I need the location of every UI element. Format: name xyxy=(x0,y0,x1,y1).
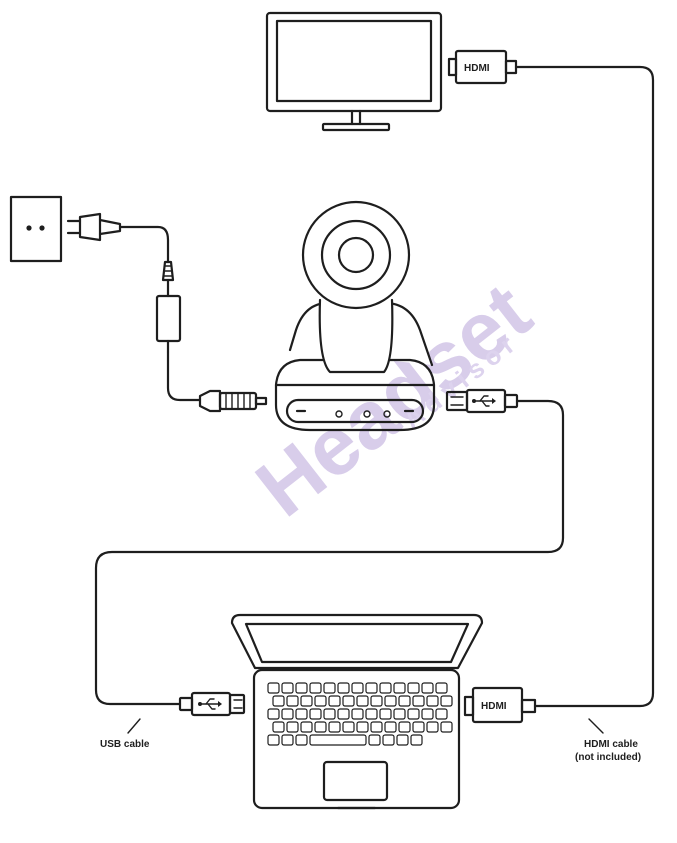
key xyxy=(281,734,294,746)
key xyxy=(393,708,406,720)
key xyxy=(435,708,448,720)
hdmi-cable-label: HDMI cable xyxy=(584,739,638,750)
key xyxy=(337,708,350,720)
key xyxy=(356,695,369,707)
key xyxy=(379,682,392,694)
key xyxy=(286,695,299,707)
key xyxy=(356,721,369,733)
key xyxy=(365,708,378,720)
key xyxy=(368,734,381,746)
key xyxy=(300,695,313,707)
key xyxy=(281,682,294,694)
key xyxy=(272,695,285,707)
key xyxy=(393,682,406,694)
key xyxy=(295,734,308,746)
key xyxy=(351,708,364,720)
key xyxy=(314,721,327,733)
power-adapter xyxy=(155,260,202,402)
usb-cable-label: USB cable xyxy=(100,739,150,750)
key xyxy=(286,721,299,733)
keyboard xyxy=(267,682,453,746)
key xyxy=(272,721,285,733)
key xyxy=(267,708,280,720)
key xyxy=(267,682,280,694)
usb-icon xyxy=(472,395,496,407)
key xyxy=(396,734,409,746)
hdmi-cable-leader xyxy=(588,718,604,734)
key xyxy=(314,695,327,707)
key xyxy=(412,721,425,733)
key xyxy=(379,708,392,720)
key xyxy=(435,682,448,694)
usb-cable xyxy=(94,399,565,706)
key xyxy=(412,695,425,707)
key xyxy=(281,708,294,720)
key xyxy=(337,682,350,694)
power-plug xyxy=(66,212,170,264)
usb-plug-laptop xyxy=(178,691,246,717)
hdmi-plug-monitor-label: HDMI xyxy=(464,63,490,74)
laptop xyxy=(230,613,484,810)
hdmi-plug-monitor: HDMI xyxy=(447,49,518,85)
hdmi-plug-laptop-label: HDMI xyxy=(481,701,507,712)
key xyxy=(309,682,322,694)
key xyxy=(342,721,355,733)
key xyxy=(421,708,434,720)
key xyxy=(295,708,308,720)
ptz-camera xyxy=(274,200,436,432)
monitor xyxy=(265,11,443,132)
key xyxy=(382,734,395,746)
key xyxy=(300,721,313,733)
key xyxy=(370,695,383,707)
key xyxy=(267,734,280,746)
wall-outlet xyxy=(9,195,63,263)
key xyxy=(426,695,439,707)
key xyxy=(426,721,439,733)
key xyxy=(323,682,336,694)
usb-cable-leader xyxy=(127,718,141,734)
usb-icon xyxy=(198,698,222,710)
trackpad xyxy=(322,760,389,802)
hdmi-plug-laptop: HDMI xyxy=(463,686,537,724)
key xyxy=(407,682,420,694)
hdmi-cable xyxy=(514,65,655,708)
key xyxy=(384,695,397,707)
power-barrel-connector xyxy=(198,389,268,413)
key xyxy=(384,721,397,733)
key xyxy=(407,708,420,720)
key xyxy=(351,682,364,694)
key xyxy=(370,721,383,733)
key xyxy=(440,721,453,733)
key xyxy=(398,695,411,707)
key xyxy=(421,682,434,694)
key xyxy=(410,734,423,746)
key xyxy=(328,695,341,707)
key xyxy=(342,695,355,707)
key xyxy=(323,708,336,720)
key xyxy=(398,721,411,733)
key xyxy=(440,695,453,707)
key xyxy=(365,682,378,694)
key xyxy=(328,721,341,733)
key xyxy=(309,708,322,720)
spacebar-key xyxy=(309,734,367,746)
key xyxy=(295,682,308,694)
hdmi-not-included-label: (not included) xyxy=(575,752,641,763)
